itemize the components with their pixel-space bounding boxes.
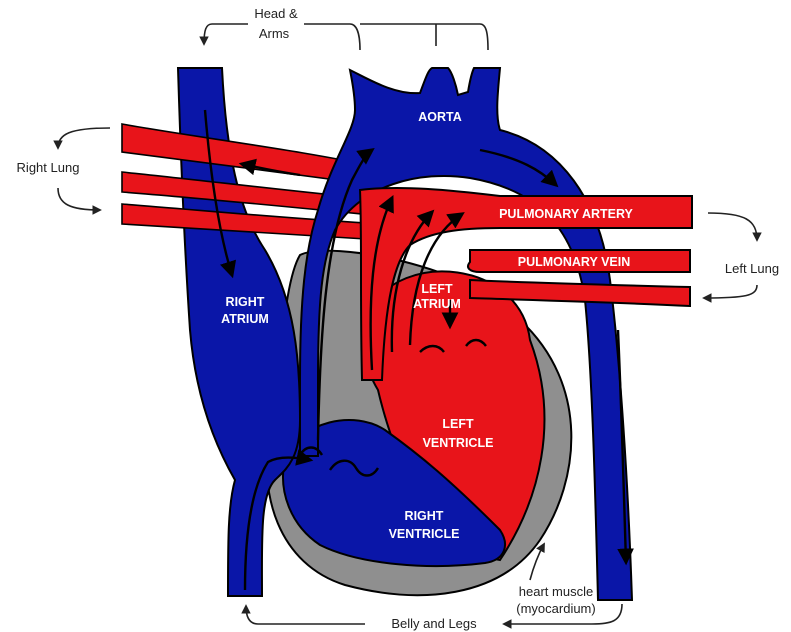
- left-lung-arrow-out: [708, 213, 757, 240]
- left-lung-label: Left Lung: [725, 261, 779, 276]
- right-lung-label: Right Lung: [17, 160, 80, 175]
- right-lung-arrow-in: [58, 188, 100, 210]
- left-atrium-label-2: ATRIUM: [413, 297, 461, 311]
- right-lung-arrow-out: [58, 128, 110, 148]
- head-arms-label-2: Arms: [259, 26, 290, 41]
- belly-legs-label: Belly and Legs: [391, 616, 477, 631]
- pulmonary-vein-label: PULMONARY VEIN: [518, 255, 631, 269]
- right-ventricle-label-2: VENTRICLE: [389, 527, 460, 541]
- left-ventricle-label-2: VENTRICLE: [423, 436, 494, 450]
- heart-muscle-label-2: (myocardium): [516, 601, 595, 616]
- heart-muscle-label-1: heart muscle: [519, 584, 593, 599]
- right-ventricle-label-1: RIGHT: [405, 509, 444, 523]
- aorta-label: AORTA: [418, 110, 462, 124]
- left-atrium-label-1: LEFT: [421, 282, 453, 296]
- belly-legs-arrow-out: [246, 606, 365, 624]
- left-ventricle-label-1: LEFT: [442, 417, 474, 431]
- left-lung-arrow-in: [704, 285, 757, 298]
- right-atrium-label-1: RIGHT: [226, 295, 265, 309]
- right-atrium-label-2: ATRIUM: [221, 312, 269, 326]
- head-arms-arrow: [204, 24, 248, 44]
- head-arms-bracket: [304, 24, 488, 50]
- head-arms-label-1: Head &: [254, 6, 298, 21]
- pulmonary-artery-label: PULMONARY ARTERY: [499, 207, 633, 221]
